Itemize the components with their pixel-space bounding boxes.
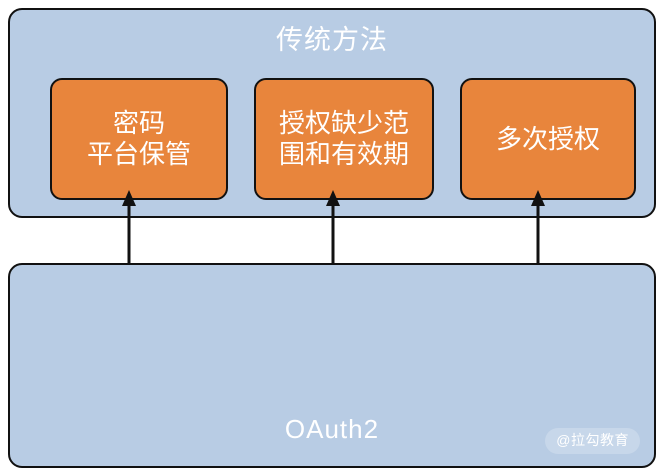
box-traditional-multiple-auth: 多次授权 bbox=[460, 78, 636, 200]
box-traditional-scope-missing-line2: 围和有效期 bbox=[278, 139, 409, 169]
box-traditional-password-storage-line1: 密码 bbox=[112, 108, 165, 139]
panel-traditional-method: 传统方法 密码 平台保管 授权缺少范 围和有效期 多次授权 bbox=[8, 8, 656, 218]
panel-oauth2-title: OAuth2 bbox=[284, 414, 380, 445]
box-traditional-password-storage-line2: 平台保管 bbox=[86, 139, 191, 169]
box-traditional-multiple-auth-line1: 多次授权 bbox=[495, 123, 600, 154]
watermark-label: @拉勾教育 bbox=[545, 428, 640, 454]
panel-oauth2: 密码 用户保管 授权拥有范 围和有效期 一次授权 OAuth2 @拉勾教育 bbox=[8, 263, 656, 468]
box-traditional-password-storage: 密码 平台保管 bbox=[50, 78, 228, 200]
box-traditional-scope-missing: 授权缺少范 围和有效期 bbox=[254, 78, 434, 200]
panel-traditional-title: 传统方法 bbox=[276, 25, 388, 55]
box-traditional-scope-missing-line1: 授权缺少范 bbox=[278, 108, 409, 139]
